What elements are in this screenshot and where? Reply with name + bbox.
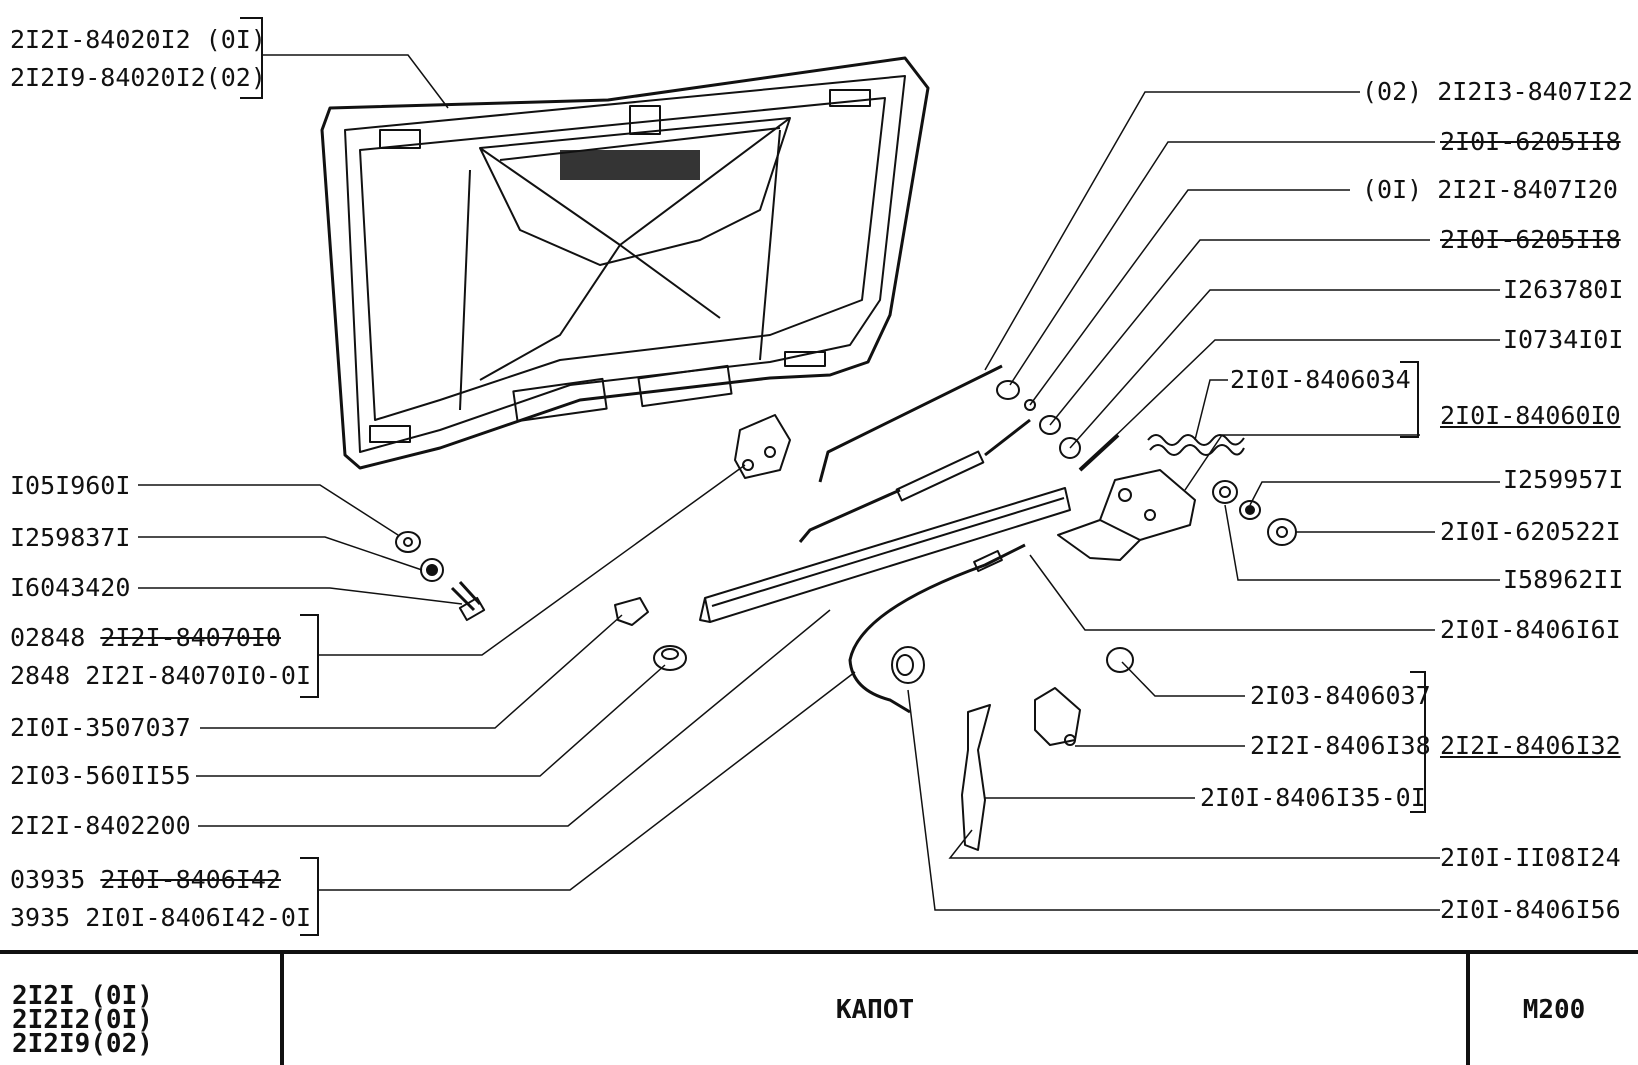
label-cable: 2I0I-8406I56 [1440, 895, 1621, 924]
label-lever: 2I0I-8406I35-0I [1200, 783, 1426, 812]
label-bolt-l: I6043420 [10, 573, 131, 602]
label-washer-b: 2I0I-6205II8 [1440, 225, 1621, 254]
hinge-part [734, 414, 791, 479]
label-hinge-old: 02848 2I2I-84070I0 [10, 624, 281, 652]
hood-panel [320, 56, 930, 470]
label-washer-c: 2I0I-620522I [1440, 517, 1621, 546]
label-knob-base: 2I03-8406037 [1250, 681, 1431, 710]
label-strut-01: (0I) 2I2I-8407I20 [1362, 175, 1618, 204]
left-fasteners [395, 531, 486, 622]
label-pin: I263780I [1503, 275, 1624, 304]
right-fasteners [1212, 480, 1297, 546]
label-hinge-old-number: 2I2I-84070I0 [100, 623, 281, 652]
prop-rods [798, 364, 1120, 543]
model-item: 2I2I9(02) [12, 1029, 153, 1059]
release-cable [848, 543, 1026, 714]
drawing-code: М200 [1466, 954, 1638, 1065]
label-rod-new: 3935 2I0I-8406I42-0I [10, 903, 312, 932]
model-item: 2I2I (0I) [12, 981, 153, 1011]
label-clip: I0734I0I [1503, 325, 1624, 354]
label-seal: 2I2I-8402200 [10, 811, 191, 840]
label-bolt-r: I58962II [1503, 565, 1624, 594]
drawing-title: КАПОТ [835, 994, 915, 1025]
handle-parts [891, 646, 1134, 851]
label-cable-end: 2I0I-8406I6I [1440, 615, 1621, 644]
label-rod-old: 03935 2I0I-8406I42 [10, 866, 281, 894]
label-washer-a: 2I0I-6205II8 [1440, 127, 1621, 156]
label-hinge-old-code: 02848 [10, 623, 86, 652]
label-hinge-new: 2848 2I2I-84070I0-0I [10, 661, 312, 690]
label-cable-clip: 2I0I-II08I24 [1440, 843, 1621, 872]
label-bumper: 2I0I-3507037 [10, 713, 191, 742]
label-hood-02: 2I2I9-84020I2(02) [10, 63, 266, 92]
label-hood-01: 2I2I-84020I2 (0I) [10, 25, 266, 54]
title-block: 2I2I (0I) 2I2I2(0I) 2I2I9(02) КАПОТ М200 [0, 950, 1638, 1065]
leader-lines [138, 54, 1500, 911]
label-bracket: 2I2I-8406I38 [1250, 731, 1431, 760]
model-item: 2I2I2(0I) [12, 1005, 153, 1035]
label-nut: I259957I [1503, 465, 1624, 494]
lock-assembly [1057, 469, 1196, 561]
seal-bar [699, 487, 1071, 623]
label-brackets [240, 17, 1426, 936]
model-list: 2I2I (0I) 2I2I2(0I) 2I2I9(02) [0, 954, 284, 1065]
label-spring: 2I0I-8406034 [1230, 365, 1411, 394]
label-rod-old-code: 03935 [10, 865, 86, 894]
label-strut-02: (02) 2I2I3-8407I22 [1362, 77, 1633, 106]
spring-part [1147, 434, 1245, 456]
label-rod-old-number: 2I0I-8406I42 [100, 865, 281, 894]
label-washer-l: I259837I [10, 523, 131, 552]
label-handle-assembly: 2I2I-8406I32 [1440, 731, 1621, 760]
label-nut-l: I05I960I [10, 471, 131, 500]
label-buffer: 2I03-560II55 [10, 761, 191, 790]
bumpers [614, 597, 687, 671]
label-lock-assembly: 2I0I-84060I0 [1440, 401, 1621, 430]
hood-exploded-diagram [138, 17, 1500, 936]
